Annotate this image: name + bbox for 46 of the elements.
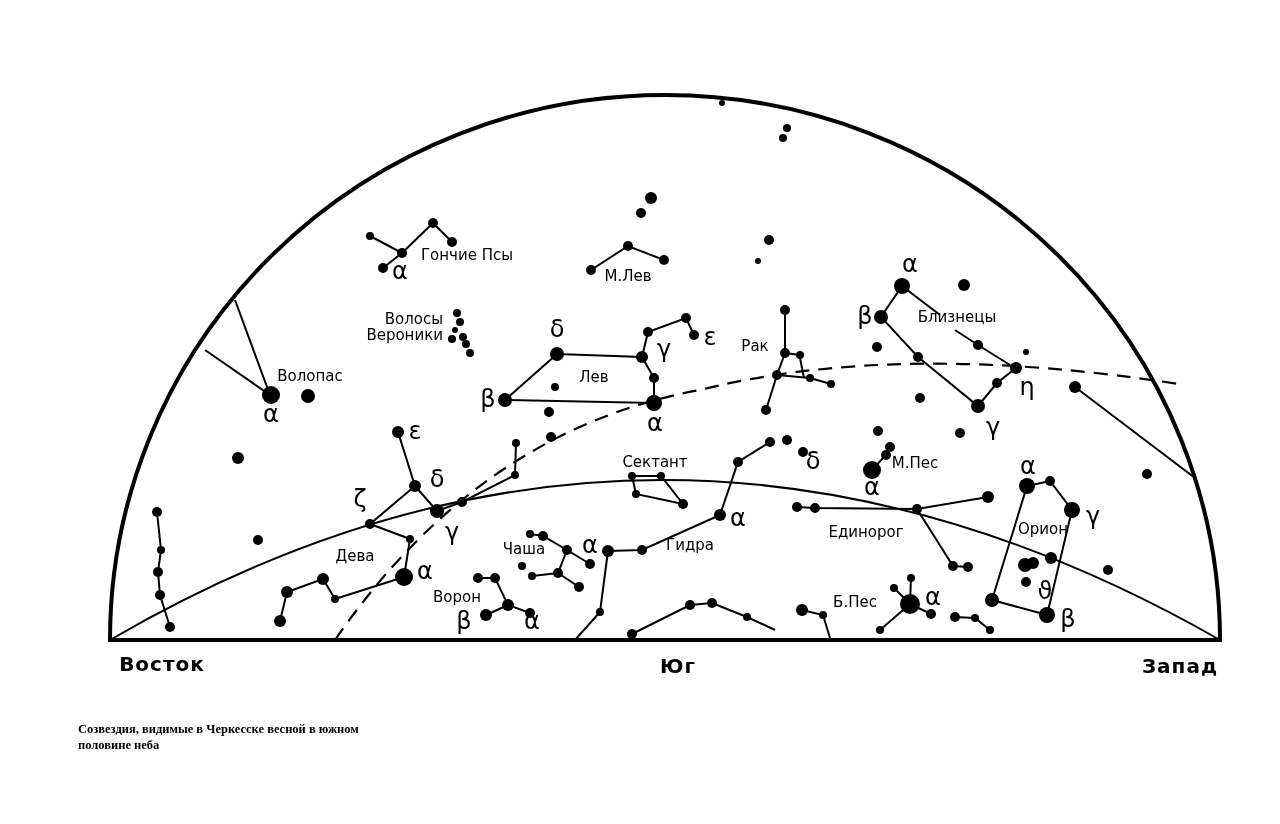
greek-letter: β <box>480 387 496 413</box>
greek-letter: α <box>925 585 941 611</box>
constellation-name: Б.Пес <box>833 595 877 611</box>
greek-letter: ε <box>408 419 422 445</box>
greek-letter: ε <box>703 325 717 351</box>
greek-letter: δ <box>429 467 445 493</box>
greek-letter: ϑ <box>1037 579 1053 605</box>
greek-letter: α <box>392 259 408 285</box>
greek-letter: ζ <box>353 487 367 513</box>
constellation-name: Рак <box>741 339 769 355</box>
constellation-name: Близнецы <box>917 310 997 326</box>
greek-letter: δ <box>805 449 821 475</box>
constellation-name: Волосы Вероники <box>365 312 443 344</box>
constellation-name: Лев <box>579 370 609 386</box>
direction-label: Запад <box>1141 655 1219 677</box>
greek-letter: α <box>902 252 918 278</box>
greek-letter: γ <box>444 520 460 546</box>
constellation-name: Сектант <box>622 455 688 471</box>
greek-letter: α <box>647 411 663 437</box>
greek-letter: δ <box>549 317 565 343</box>
direction-label: Восток <box>119 653 205 675</box>
constellation-name: Волопас <box>277 369 343 385</box>
constellation-name: Единорог <box>828 525 904 541</box>
constellation-name: М.Пес <box>891 456 939 472</box>
constellation-name: Орион <box>1017 522 1069 538</box>
constellation-name: Гончие Псы <box>420 248 514 264</box>
greek-letter: β <box>1060 607 1076 633</box>
greek-letter: γ <box>656 337 672 363</box>
greek-letter: β <box>456 609 472 635</box>
greek-letter: α <box>263 402 279 428</box>
constellation-name: Дева <box>335 549 375 565</box>
greek-letter: β <box>857 304 873 330</box>
greek-letter: γ <box>1085 504 1101 530</box>
greek-letter: α <box>582 533 598 559</box>
greek-letter: α <box>417 559 433 585</box>
constellation-name: Чаша <box>502 542 546 558</box>
greek-letter: α <box>730 506 746 532</box>
greek-letter: α <box>1020 454 1036 480</box>
greek-letter: α <box>864 475 880 501</box>
caption: Созвездия, видимые в Черкесске весной в южном половине неба <box>78 722 360 754</box>
constellation-name: Ворон <box>433 590 481 606</box>
constellation-name: Гидра <box>666 538 714 554</box>
greek-letter: η <box>1019 375 1035 401</box>
greek-letter: γ <box>985 415 1001 441</box>
constellation-name: М.Лев <box>604 269 652 285</box>
direction-label: Юг <box>660 655 696 677</box>
